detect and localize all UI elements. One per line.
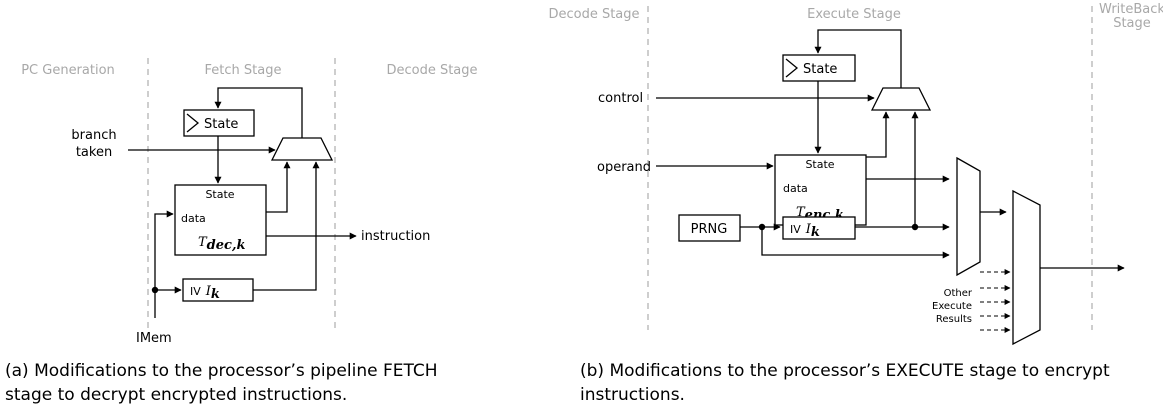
output-mux-1 [956, 156, 981, 277]
encrypt-block-data-label: data [783, 182, 808, 195]
stage-label-decode: Decode Stage [386, 63, 477, 78]
block-to-mux-wire-b [866, 111, 890, 158]
prng-to-output-mux-wire [761, 227, 950, 259]
branch-label-line2: taken [76, 145, 112, 160]
decrypt-block-data-label: data [181, 212, 206, 225]
prng-block [678, 214, 741, 242]
panel-a-fetch: PC Generation Fetch Stage Decode Stage S… [5, 58, 478, 405]
state-register-a [183, 109, 255, 137]
state-register-a-label: State [204, 117, 238, 132]
state-register-b-label: State [803, 62, 837, 77]
stage-label-writeback-line2: Stage [1113, 16, 1151, 31]
stage-label-execute: Execute Stage [807, 7, 901, 22]
decrypt-transform-label: Tdec,k [198, 235, 245, 253]
other-results-line2: Execute [932, 301, 972, 312]
prng-label: PRNG [691, 222, 728, 237]
encrypt-block-state-label: State [805, 158, 834, 171]
operand-label: operand [597, 160, 651, 175]
control-label: control [598, 91, 643, 106]
other-results-line1: Other [944, 288, 973, 299]
mux-a [270, 137, 334, 161]
state-register-b [782, 54, 856, 82]
other-results-line3: Results [936, 314, 972, 325]
decrypt-block-state-label: State [205, 188, 234, 201]
stage-label-decode-b: Decode Stage [548, 7, 639, 22]
caption-a-line2: stage to decrypt encrypted instructions. [5, 385, 347, 405]
block-to-mux-wire-a [266, 161, 291, 213]
iv-to-mux-wire-a [253, 161, 320, 291]
imem-label: IMem [136, 331, 172, 346]
imem-to-data-wire [154, 210, 174, 290]
stage-label-writeback-line1: WriteBack [1099, 2, 1163, 17]
instruction-output-label: instruction [361, 229, 430, 244]
iv-register-b [782, 216, 856, 240]
clock-icon-b [785, 58, 799, 78]
stage-label-pc-generation: PC Generation [21, 63, 115, 78]
branch-label-line1: branch [71, 128, 116, 143]
feedback-wire-a [214, 87, 303, 138]
panel-b-execute: Decode Stage Execute Stage WriteBack Sta… [548, 2, 1163, 405]
clock-icon [186, 113, 200, 133]
decrypt-block [174, 184, 267, 256]
feedback-wire-b [814, 29, 902, 88]
output-mux-2 [1012, 189, 1041, 346]
caption-a-line1: (a) Modifications to the processor’s pip… [5, 361, 438, 381]
stage-label-fetch: Fetch Stage [205, 63, 282, 78]
caption-b-line2: instructions. [580, 385, 685, 405]
caption-b-line1: (b) Modifications to the processor’s EXE… [580, 361, 1110, 381]
mux-b [870, 87, 932, 111]
